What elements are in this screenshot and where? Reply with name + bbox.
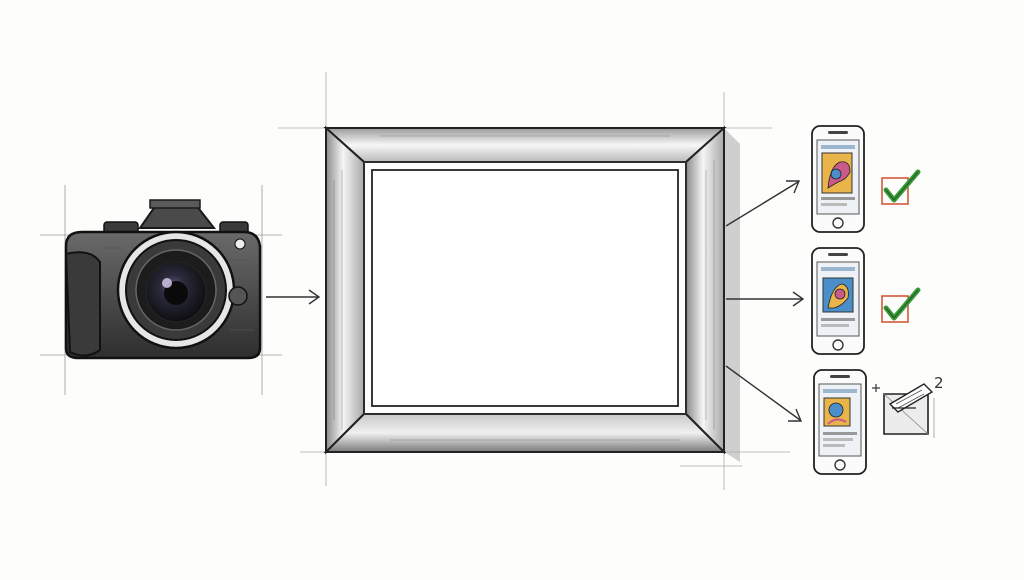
check-icon <box>881 287 921 323</box>
step-number-label: 2 <box>934 374 944 392</box>
arrow-frame-to-phone-1 <box>725 180 801 227</box>
smartphone-icon <box>811 247 865 355</box>
arrow-camera-to-frame <box>266 289 321 305</box>
smartphone-icon <box>811 125 865 233</box>
camera-icon <box>40 185 282 395</box>
arrow-frame-to-phone-2 <box>726 291 805 307</box>
smartphone-icon <box>813 369 867 475</box>
ballot-box-icon: 2 <box>872 374 944 438</box>
arrow-frame-to-phone-3 <box>725 365 803 422</box>
picture-frame-icon <box>278 72 790 490</box>
check-icon <box>881 169 921 205</box>
